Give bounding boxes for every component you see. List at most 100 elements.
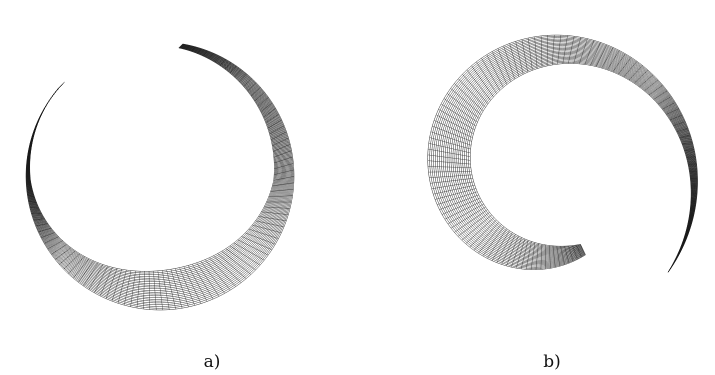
mesh-cross-line xyxy=(88,264,104,290)
mesh-cross-line xyxy=(224,62,232,70)
caption-b: b) xyxy=(543,352,561,372)
mesh-cross-line xyxy=(247,82,257,92)
mesh-cross-line xyxy=(450,88,482,115)
mesh-cross-line xyxy=(568,245,574,262)
mesh-ring-line xyxy=(28,46,280,282)
mesh-cross-line xyxy=(666,108,680,115)
mesh-cross-line xyxy=(196,262,220,297)
mesh-cross-line xyxy=(258,216,287,222)
mesh-cross-line xyxy=(28,149,31,155)
mesh-cross-line xyxy=(208,53,214,60)
mesh-cross-line xyxy=(229,65,237,74)
mesh-cross-line xyxy=(254,92,265,102)
mesh-cross-line xyxy=(94,265,108,293)
mesh-cross-line xyxy=(686,156,696,158)
mesh-cross-line xyxy=(251,87,261,97)
mesh-cross-line xyxy=(29,143,32,149)
mesh-cross-line xyxy=(178,43,183,49)
mesh-cross-line xyxy=(427,160,471,165)
mesh-cross-line xyxy=(686,229,690,232)
mesh-cross-line xyxy=(457,212,490,237)
mesh-cross-line xyxy=(657,96,672,105)
mesh-cross-line xyxy=(444,200,482,220)
mesh-cross-line xyxy=(35,223,48,227)
mesh-cross-line xyxy=(428,143,471,154)
mesh-ring-line xyxy=(435,40,697,273)
mesh-cross-line xyxy=(540,35,543,68)
mesh-cross-line xyxy=(430,178,473,184)
mesh-cross-line xyxy=(73,258,90,279)
mesh-cross-line xyxy=(33,218,45,221)
mesh-cross-line xyxy=(509,43,520,77)
mesh-cross-line xyxy=(263,108,276,118)
mesh-cross-line xyxy=(476,61,497,94)
mesh-cross-line xyxy=(428,171,472,173)
mesh-cross-line xyxy=(690,207,696,209)
mesh-cross-line xyxy=(590,42,601,66)
mesh-cross-line xyxy=(136,271,141,309)
mesh-cross-line xyxy=(454,83,484,112)
mesh-cross-line xyxy=(428,148,471,157)
mesh-cross-line xyxy=(552,245,556,268)
mesh-cross-line xyxy=(572,245,578,260)
mesh-ring-line xyxy=(437,41,697,273)
mesh-cross-line xyxy=(197,48,202,54)
mesh-cross-line xyxy=(568,36,575,64)
mesh-cross-line xyxy=(482,226,505,257)
mesh-cross-line xyxy=(557,35,562,65)
mesh-cross-line xyxy=(612,53,626,73)
mesh-cross-line xyxy=(496,232,513,263)
mesh-cross-line xyxy=(273,150,292,158)
mesh-cross-line xyxy=(48,96,53,102)
mesh-cross-line xyxy=(634,69,649,84)
mesh-cross-line xyxy=(26,162,30,168)
mesh-cross-line xyxy=(47,240,63,250)
mesh-cross-line xyxy=(492,51,508,85)
mesh-cross-line xyxy=(274,169,294,175)
mesh-cross-line xyxy=(525,241,532,270)
mesh-cross-line xyxy=(669,114,683,121)
mesh-cross-line xyxy=(35,124,37,131)
mesh-cross-line xyxy=(511,237,522,268)
mesh-cross-line xyxy=(27,155,31,162)
mesh-cross-line xyxy=(560,246,565,265)
mesh-cross-line xyxy=(44,236,59,244)
mesh-cross-line xyxy=(679,135,691,139)
mesh-cross-line xyxy=(267,119,282,129)
mesh-cross-line xyxy=(623,61,638,78)
mesh-ring-line xyxy=(441,44,696,273)
mesh-cross-line xyxy=(675,258,677,260)
mesh-cross-line xyxy=(105,268,118,299)
mesh-cross-line xyxy=(595,44,607,67)
mesh-cross-line xyxy=(628,65,643,81)
mesh-cross-line xyxy=(540,244,543,270)
mesh-cross-line xyxy=(478,224,502,254)
mesh-cross-line xyxy=(678,251,681,253)
mesh-cross-line xyxy=(546,35,548,66)
mesh-cross-line xyxy=(28,200,37,203)
mesh-cross-line xyxy=(435,188,477,200)
mesh-cross-line xyxy=(26,168,31,174)
mesh-cross-line xyxy=(535,243,539,270)
mesh-cross-line xyxy=(241,236,272,250)
mesh-cross-line xyxy=(573,37,581,64)
mesh-cross-line xyxy=(27,194,35,198)
mesh-cross-line xyxy=(433,185,475,195)
mesh-cross-line xyxy=(530,242,536,270)
mesh-cross-line xyxy=(432,125,472,142)
mesh-cross-line xyxy=(486,54,504,88)
mesh-cross-line xyxy=(83,262,99,287)
mesh-cross-line xyxy=(225,248,256,271)
mesh-cross-line xyxy=(503,45,515,80)
mesh-cross-line xyxy=(516,238,525,269)
mesh-cross-line xyxy=(55,247,72,260)
mesh-cross-line xyxy=(260,102,273,112)
mesh-cross-line xyxy=(618,57,632,75)
mesh-cross-line xyxy=(274,163,294,169)
mesh-cross-line xyxy=(237,239,269,256)
mesh-cross-line xyxy=(219,58,226,66)
mesh-cross-line xyxy=(681,244,684,246)
mesh-cross-line xyxy=(52,91,57,97)
mesh-cross-line xyxy=(51,244,67,255)
mesh-cross-line xyxy=(191,46,196,52)
